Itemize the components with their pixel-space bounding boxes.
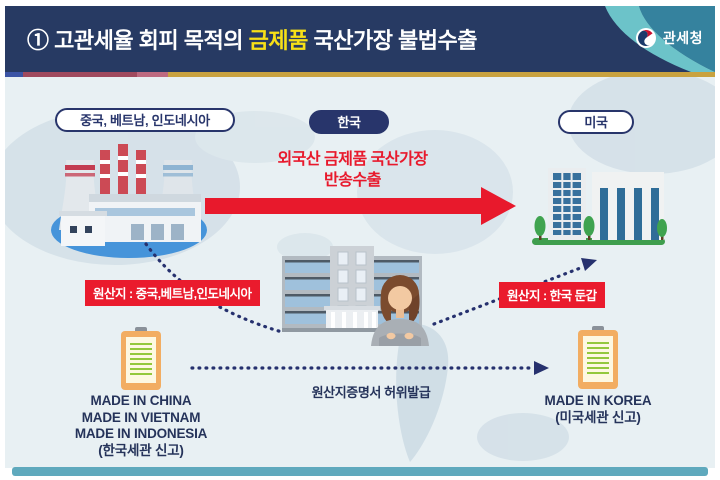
agency-name: 관세청 — [662, 30, 703, 46]
title-prefix: ① 고관세율 회피 목적의 — [27, 28, 249, 53]
accent-strip-maroon — [23, 72, 137, 77]
declaration-left: MADE IN CHINA MADE IN VIETNAM MADE IN IN… — [59, 393, 223, 459]
accent-strip-blue — [5, 72, 23, 77]
page-title: ① 고관세율 회피 목적의 금제품 국산가장 불법수출 — [27, 23, 478, 55]
region-label-usa: 미국 — [558, 110, 634, 134]
clipboard-icon — [578, 326, 618, 389]
flow-headline-line1: 외국산 금제품 국산가장 — [277, 151, 428, 168]
woman-illustration — [371, 275, 429, 346]
us-buildings-illustration — [532, 168, 667, 245]
accent-strip-gold — [168, 72, 715, 77]
region-label-korea: 한국 — [309, 110, 389, 134]
route-arrowhead-usa — [581, 258, 597, 271]
header-corner-swoosh — [605, 6, 715, 72]
declaration-right: MADE IN KOREA (미국세관 신고) — [516, 393, 680, 426]
origin-tag-left: 원산지 : 중국,베트남,인도네시아 — [85, 280, 260, 306]
title-highlight: 금제품 — [248, 28, 309, 53]
declaration-left-line2: MADE IN VIETNAM — [81, 409, 201, 425]
clipboard-icon — [121, 327, 161, 390]
route-arrowhead-certificate — [534, 361, 549, 375]
region-label-origin: 중국, 베트남, 인도네시아 — [55, 108, 235, 132]
declaration-right-line2: (미국세관 신고) — [555, 409, 641, 425]
red-export-arrow — [205, 187, 516, 225]
factory-illustration — [51, 144, 207, 258]
certificate-note: 원산지증명서 허위발급 — [311, 385, 431, 400]
customs-service-logo: 관세청 — [635, 27, 703, 49]
declaration-right-line1: MADE IN KOREA — [544, 393, 652, 408]
declaration-left-line4: (한국세관 신고) — [98, 442, 184, 458]
title-suffix: 국산가장 불법수출 — [307, 28, 478, 53]
accent-strip-pink — [137, 72, 168, 77]
diagram-area: 중국, 베트남, 인도네시아 한국 미국 외국산 금제품 국산가장 반송수출 원… — [5, 77, 715, 468]
declaration-left-line3: MADE IN INDONESIA — [74, 426, 208, 441]
flow-headline-line2: 반송수출 — [324, 172, 381, 189]
origin-tag-right: 원산지 : 한국 둔갑 — [499, 282, 605, 308]
declaration-left-line1: MADE IN CHINA — [90, 393, 192, 408]
taegeuk-logo-icon — [635, 28, 656, 48]
bottom-accent-bar — [12, 467, 708, 476]
route-korea-to-usa — [432, 265, 585, 326]
header-banner: ① 고관세율 회피 목적의 금제품 국산가장 불법수출 관세청 — [5, 6, 715, 72]
flow-headline: 외국산 금제품 국산가장 반송수출 — [255, 149, 450, 191]
